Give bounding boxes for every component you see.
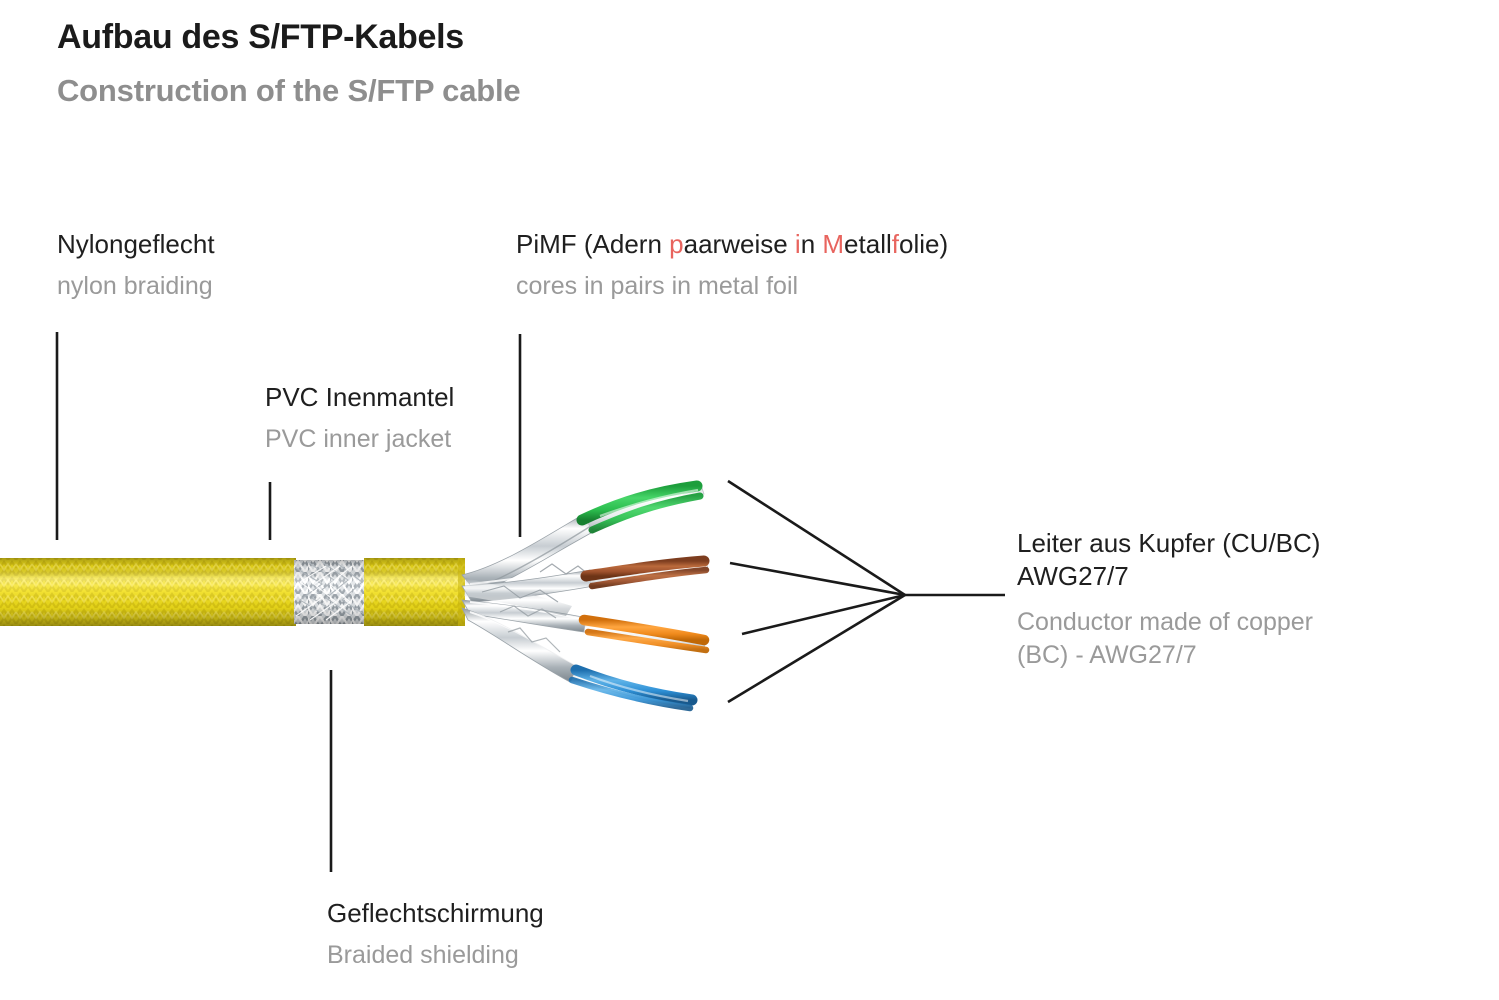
braided-shield xyxy=(294,560,366,624)
pair-orange xyxy=(461,599,710,654)
pvc-inner-jacket xyxy=(364,558,465,626)
leader-fan-orange xyxy=(741,593,906,636)
callout-pimf-de: PiMF (Adern paarweise in Metallfolie) xyxy=(516,228,948,261)
callout-conductor-de-line2: AWG27/7 xyxy=(1017,561,1129,591)
pair-blue xyxy=(461,607,698,712)
leader-fan-blue xyxy=(727,593,906,704)
callout-conductor-en-line2: (BC) - AWG27/7 xyxy=(1017,641,1197,669)
callout-shield-de: Geflechtschirmung xyxy=(327,898,544,928)
page-title-en: Construction of the S/FTP cable xyxy=(57,73,521,108)
callout-conductor: Leiter aus Kupfer (CU/BC) AWG27/7 Conduc… xyxy=(1017,527,1417,672)
leader-fan-brown xyxy=(729,561,906,597)
callout-conductor-en-line1: Conductor made of copper xyxy=(1017,608,1314,636)
callout-shield-en: Braided shielding xyxy=(327,941,519,969)
leader-lines xyxy=(55,332,522,872)
pimf-rich-text: PiMF (Adern paarweise in Metallfolie) xyxy=(516,229,949,259)
pair-green xyxy=(461,480,705,595)
callout-nylon-en: nylon braiding xyxy=(57,272,213,300)
cable-body xyxy=(0,480,710,712)
callout-pvc-de: PVC Inenmantel xyxy=(265,382,455,412)
leader-conductor-fan xyxy=(727,479,1005,704)
callout-nylon-de: Nylongeflecht xyxy=(57,229,215,259)
foil-core-detail xyxy=(464,578,572,616)
page-title-de: Aufbau des S/FTP-Kabels xyxy=(57,18,464,56)
callout-pimf-en: cores in pairs in metal foil xyxy=(516,272,799,300)
callout-braided-shielding: Geflechtschirmung Braided shielding xyxy=(327,897,544,972)
callout-pvc-en: PVC inner jacket xyxy=(265,425,452,453)
callout-pimf: PiMF (Adern paarweise in Metallfolie) co… xyxy=(516,228,948,303)
callout-conductor-de-line1: Leiter aus Kupfer (CU/BC) xyxy=(1017,528,1321,558)
nylon-braid-jacket xyxy=(0,558,296,626)
leader-fan-green xyxy=(727,479,906,597)
callout-nylon-braiding: Nylongeflecht nylon braiding xyxy=(57,228,215,303)
callout-conductor-de: Leiter aus Kupfer (CU/BC) AWG27/7 xyxy=(1017,527,1417,593)
callout-conductor-en: Conductor made of copper (BC) - AWG27/7 xyxy=(1017,606,1417,672)
pair-brown xyxy=(461,555,710,603)
callout-pvc-inner-jacket: PVC Inenmantel PVC inner jacket xyxy=(265,381,454,456)
